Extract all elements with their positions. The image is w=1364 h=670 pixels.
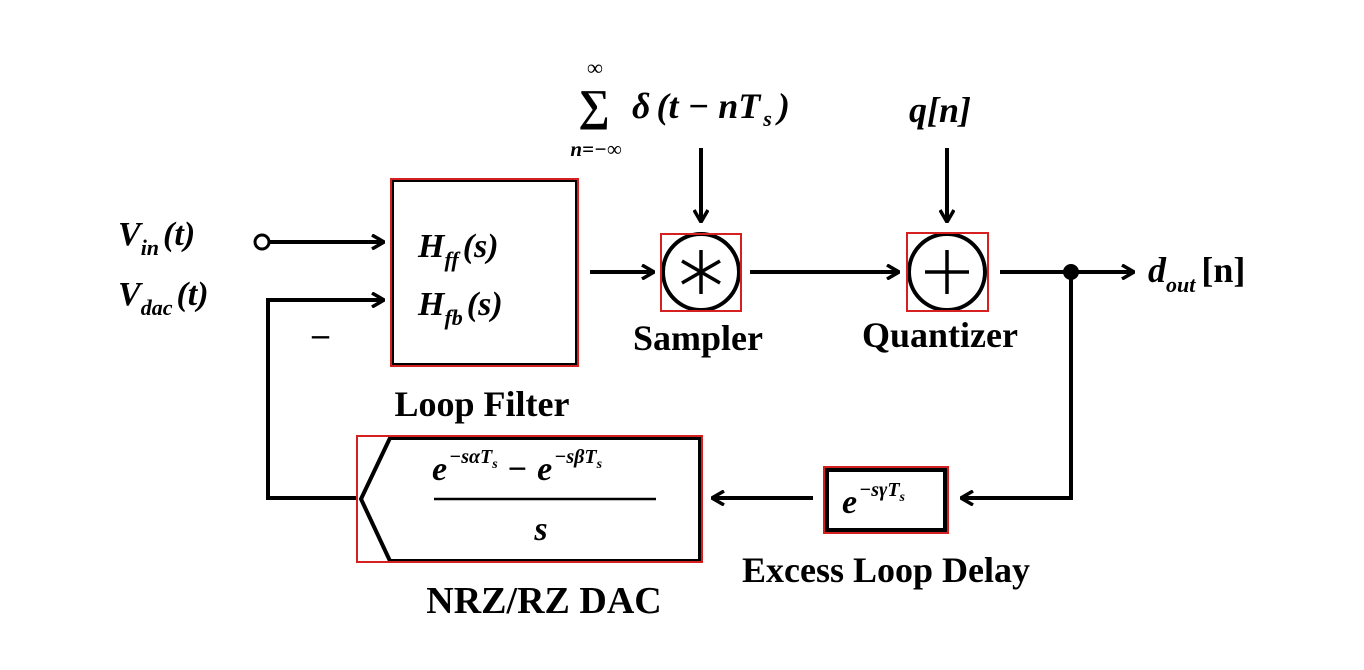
feedback-path <box>266 300 384 500</box>
excess-loop-delay-label: Excess Loop Delay <box>742 550 1030 590</box>
dac-numerator: e−sαTs−e−sβTs <box>432 446 603 488</box>
quantizer-highlight <box>906 232 989 312</box>
output-label: dout[n] <box>1148 250 1245 297</box>
loop-filter-block <box>390 178 579 367</box>
sampler-highlight <box>660 233 742 312</box>
hfb-label: Hfb(s) <box>417 286 503 330</box>
excess-loop-delay-highlight <box>823 466 949 534</box>
sampler-star-icon <box>681 250 721 294</box>
vin-label: Vin(t) <box>118 216 195 260</box>
excess-loop-delay-block <box>825 468 947 532</box>
sum-upper-limit: ∞ <box>587 55 603 80</box>
minus-sign: – <box>311 316 330 353</box>
dac-denominator: s <box>533 511 547 548</box>
quantization-noise-label: q[n] <box>909 90 971 130</box>
input-terminal <box>253 233 271 251</box>
plus-icon <box>925 250 969 294</box>
hff-label: Hff(s) <box>417 228 499 272</box>
sum-symbol: ∑ <box>578 81 609 130</box>
quantizer-label: Quantizer <box>862 315 1018 355</box>
excess-loop-delay-tf: e−sγTs <box>842 479 906 521</box>
sampler-label: Sampler <box>633 318 763 358</box>
output-feedback-path <box>961 272 1073 498</box>
loop-filter-label: Loop Filter <box>395 384 570 424</box>
dac-highlight <box>356 435 703 563</box>
loop-filter-highlight <box>390 178 579 367</box>
sum-lower-limit: n=−∞ <box>570 137 621 161</box>
dac-label: NRZ/RZ DAC <box>426 580 661 622</box>
vdac-label: Vdac(t) <box>118 276 209 320</box>
